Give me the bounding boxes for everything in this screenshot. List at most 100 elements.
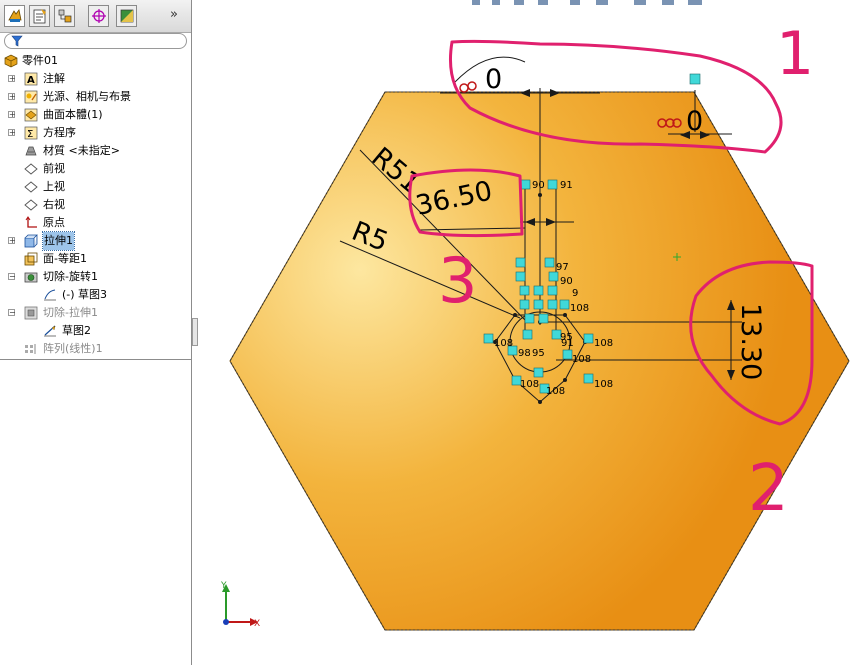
tree-item-label: 右视 [43,198,65,211]
relation-label: 108 [520,379,539,390]
tree-item-label: 切除-拉伸1 [43,306,98,319]
relation-label: 108 [494,338,513,349]
tree-item-equations[interactable]: + Σ 方程序 [0,124,191,142]
tree-item-lights-cameras[interactable]: + 光源、相机与布景 [0,88,191,106]
radius-leader-inner [339,240,521,319]
tree-filter-input[interactable] [4,33,187,49]
tree-item-material[interactable]: 材質 <未指定> [0,142,191,160]
relation-label: 95 [560,332,573,343]
view-orientation-icon[interactable] [570,0,580,5]
coordinate-triad: Y X [220,581,260,629]
surface-bodies-icon [24,108,38,122]
relation-label: 91 [560,180,573,191]
dimension-angle-top[interactable]: 0 [485,64,502,95]
tree-item-origin[interactable]: 原点 [0,214,191,232]
tree-item-label: 切除-旋转1 [43,270,98,283]
apply-scene-icon[interactable] [662,0,674,5]
expand-icon[interactable]: + [8,74,16,83]
display-style-icon[interactable] [596,0,608,5]
heads-up-view-toolbar [472,0,702,5]
part-icon [4,54,18,68]
tree-item-label: 拉伸1 [42,231,75,251]
cut-revolve-icon [24,272,38,283]
relation-label: 95 [532,348,545,359]
part-edge-left[interactable] [229,91,386,631]
tree-item-top-plane[interactable]: 上视 [0,178,191,196]
triad-y-label: Y [220,581,227,591]
tab-feature-manager[interactable] [4,5,25,27]
tree-root-label: 零件01 [22,54,58,67]
section-view-icon[interactable] [538,0,548,5]
cut-extrude-icon [24,306,38,320]
manager-tab-bar: » [0,0,191,33]
expand-icon[interactable]: + [8,110,16,119]
tree-item-right-plane[interactable]: 右视 [0,196,191,214]
tree-item-cut-revolve1[interactable]: − 切除-旋转1 [0,268,191,286]
sketch-icon [44,289,56,301]
tree-item-extrude1[interactable]: + 拉伸1 [0,231,191,251]
tab-configuration-manager[interactable] [54,5,75,27]
panel-splitter-handle[interactable] [192,318,198,346]
previous-view-icon[interactable] [514,0,524,5]
tree-item-sketch2[interactable]: 草图2 [0,322,191,340]
tree-item-sketch3[interactable]: (-) 草图3 [0,286,191,304]
tree-item-cut-extrude1[interactable]: − 切除-拉伸1 [0,304,191,322]
tab-property-manager[interactable] [29,5,50,27]
expand-icon[interactable]: + [8,92,16,101]
dimension-vertical-small[interactable]: 0 [686,106,703,137]
panel-divider [0,359,191,360]
tree-item-front-plane[interactable]: 前视 [0,160,191,178]
tree-item-label: 阵列(线性)1 [43,342,103,355]
zoom-to-fit-icon[interactable] [472,0,480,5]
tree-item-label: 面-等距1 [43,252,87,265]
relation-label: 90 [560,276,573,287]
tree-item-label: 上视 [43,180,65,193]
sketch-polygon[interactable] [494,314,586,403]
plane-icon [24,163,38,175]
configuration-icon [58,9,72,23]
sketch-relation-markers[interactable] [483,73,701,394]
linear-pattern-icon [25,344,36,354]
feature-tree-icon [8,9,22,22]
expand-icon[interactable]: + [8,128,16,137]
tree-item-annotations[interactable]: + A 注解 [0,70,191,88]
more-tabs-chevron-icon[interactable]: » [170,7,178,22]
collapse-icon[interactable]: − [8,308,16,317]
relation-label: 108 [594,379,613,390]
crosshair-icon [92,9,106,23]
tab-dimxpert-manager[interactable] [88,5,109,27]
relation-label: 108 [594,338,613,349]
display-icon [120,9,134,23]
tab-display-manager[interactable] [116,5,137,27]
tree-item-linear-pattern1[interactable]: 阵列(线性)1 [0,340,191,358]
filter-icon [11,35,23,47]
collapse-icon[interactable]: − [8,272,16,281]
view-settings-icon[interactable] [688,0,702,5]
graphics-viewport[interactable]: 90 91 97 90 9 108 108 95 91 108 98 95 10… [193,0,863,665]
dimension-vertical[interactable]: 13.30 [735,303,766,380]
tree-item-label: 材質 <未指定> [43,144,120,157]
relation-labels: 90 91 97 90 9 108 108 95 91 108 98 95 10… [494,180,613,397]
material-icon [25,146,37,156]
svg-text:Σ: Σ [27,129,33,140]
plane-icon [24,199,38,211]
relation-label: 98 [518,348,531,359]
zoom-area-icon[interactable] [492,0,500,5]
origin-marker [673,253,681,261]
offset-surface-icon [24,252,38,266]
tree-item-offset-surface[interactable]: 面-等距1 [0,250,191,268]
relation-label: 108 [546,386,565,397]
extrude-icon [24,234,38,248]
part-edge-right[interactable] [693,91,850,631]
tree-item-surface-bodies[interactable]: + 曲面本體(1) [0,106,191,124]
tree-item-label: 曲面本體(1) [43,108,103,121]
relation-label: 97 [556,262,569,273]
lights-cameras-scene-icon [24,90,38,104]
tree-root[interactable]: 零件01 [0,52,191,70]
svg-text:A: A [27,75,35,86]
tree-item-label: 草图2 [62,324,91,337]
expand-icon[interactable]: + [8,236,16,245]
property-icon [33,9,46,24]
hide-show-items-icon[interactable] [634,0,646,5]
annotations-icon: A [24,72,38,86]
